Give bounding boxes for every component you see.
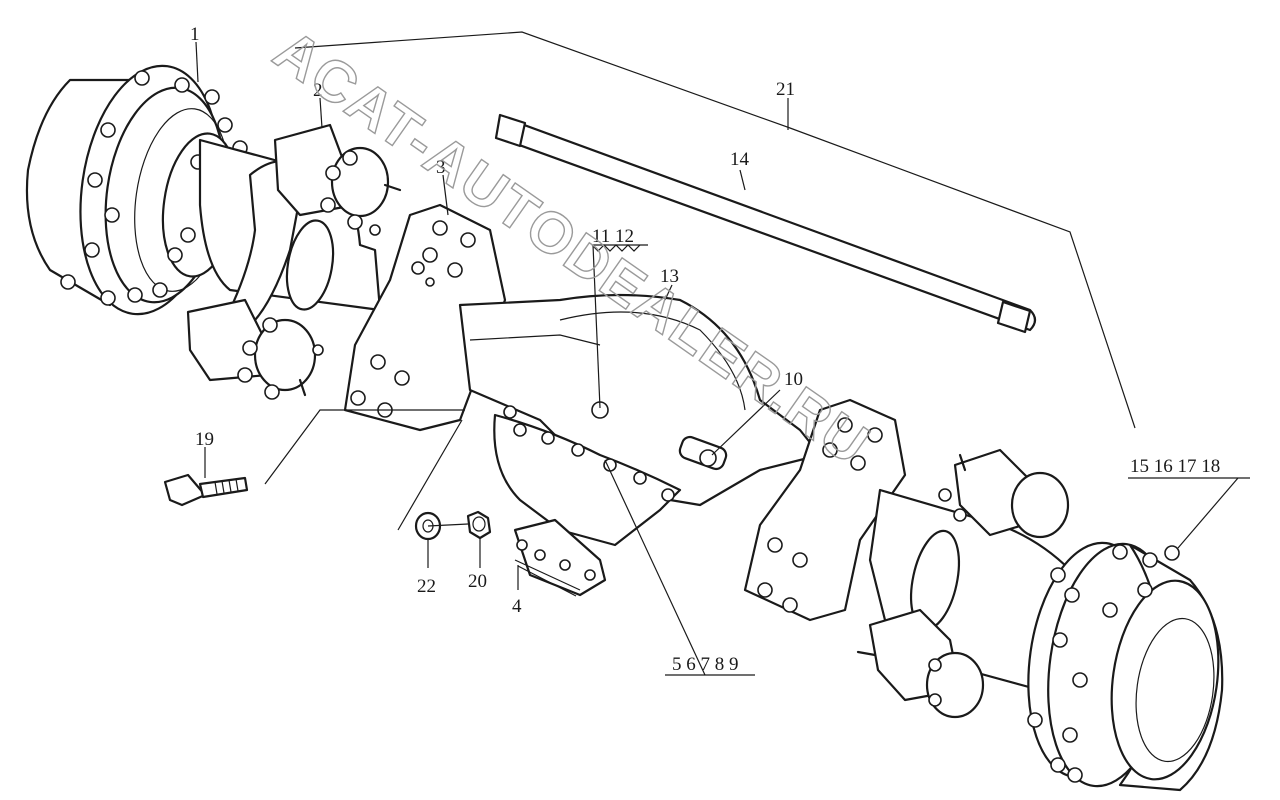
- right-spring-seat: [743, 398, 907, 622]
- axle-shaft: [494, 113, 1037, 334]
- right-upper-brake-chamber: [938, 448, 1070, 539]
- label-13: 13: [660, 266, 679, 287]
- leader-lines: [195, 31, 1250, 676]
- label-10: 10: [784, 369, 803, 390]
- label-22: 22: [417, 576, 436, 597]
- label-4: 4: [512, 596, 522, 617]
- label-21: 21: [776, 79, 795, 100]
- label-11-12: 11 12: [592, 226, 634, 247]
- final-drive: [493, 405, 682, 597]
- right-hub-bolt-ring: [1027, 544, 1180, 783]
- label-14: 14: [730, 149, 750, 170]
- label-15-18: 15 16 17 18: [1130, 456, 1220, 477]
- fastener-bolt: [163, 473, 249, 507]
- left-lower-brake-chamber: [186, 298, 324, 400]
- label-5-9: 5 6 7 8 9: [672, 654, 739, 675]
- label-1: 1: [190, 24, 200, 45]
- left-upper-brake-chamber: [273, 123, 402, 236]
- nut: [466, 510, 492, 540]
- label-2: 2: [313, 80, 323, 101]
- label-20: 20: [468, 571, 487, 592]
- callout-labels: 1 2 3 21 14 11 12 13 10 19 22 20 4 5 6 7…: [190, 24, 1220, 675]
- right-brake-drum: [1027, 541, 1224, 792]
- label-3: 3: [436, 157, 446, 178]
- right-lower-brake-chamber: [856, 608, 985, 719]
- label-19: 19: [195, 429, 214, 450]
